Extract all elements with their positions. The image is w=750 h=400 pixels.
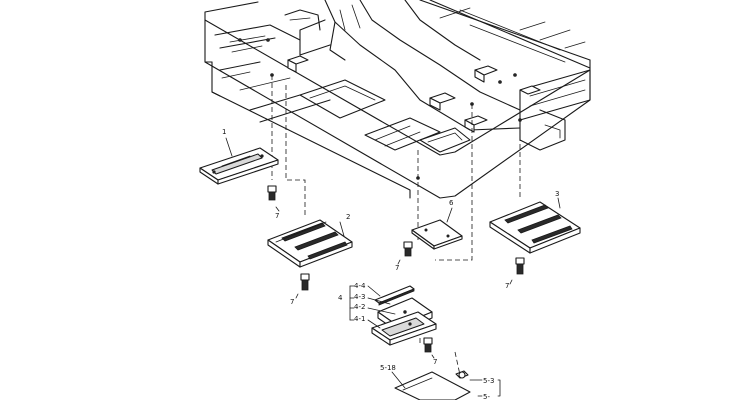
callout-part-4-4: 4-4 [354,282,366,290]
callout-part-4-3: 4-3 [354,293,365,301]
plate-part-6: 6 [411,199,463,250]
plate-part-2: 2 [267,213,353,268]
callout-bolt-c: 7 [505,282,509,290]
callout-part-5-18: 5-18 [380,364,396,372]
assembly-group-4: 4 4-4 4-3 4-2 4-1 [338,282,437,346]
bolt-part-1: 7 [267,185,279,220]
callout-group-4: 4 [338,294,343,302]
callout-bolt-b: 7 [290,298,294,306]
chassis-frame [204,0,591,199]
callout-bolt-e: 7 [433,358,437,366]
bolt-part-3: 7 [505,257,525,290]
callout-part-2: 2 [346,213,350,221]
bolt-part-2: 7 [290,273,310,306]
alignment-leaders [271,75,521,376]
bolt-part-6: 7 [395,241,413,272]
callout-part-4-1: 4-1 [354,315,365,323]
assembly-group-5: 5-18 5-3 5- [380,364,501,400]
callout-part-5-3: 5-3 [483,377,494,385]
callout-part-5-x: 5- [483,393,490,400]
callout-part-3: 3 [555,190,559,198]
callout-part-6: 6 [449,199,454,207]
plate-part-1: 1 [199,128,279,185]
callout-bolt-d: 7 [395,264,399,272]
bolt-group-4: 7 [423,337,437,366]
callout-part-1: 1 [222,128,226,136]
callout-part-4-2: 4-2 [354,303,365,311]
plate-part-3: 3 [489,190,581,254]
callout-bolt-a: 7 [275,212,279,220]
